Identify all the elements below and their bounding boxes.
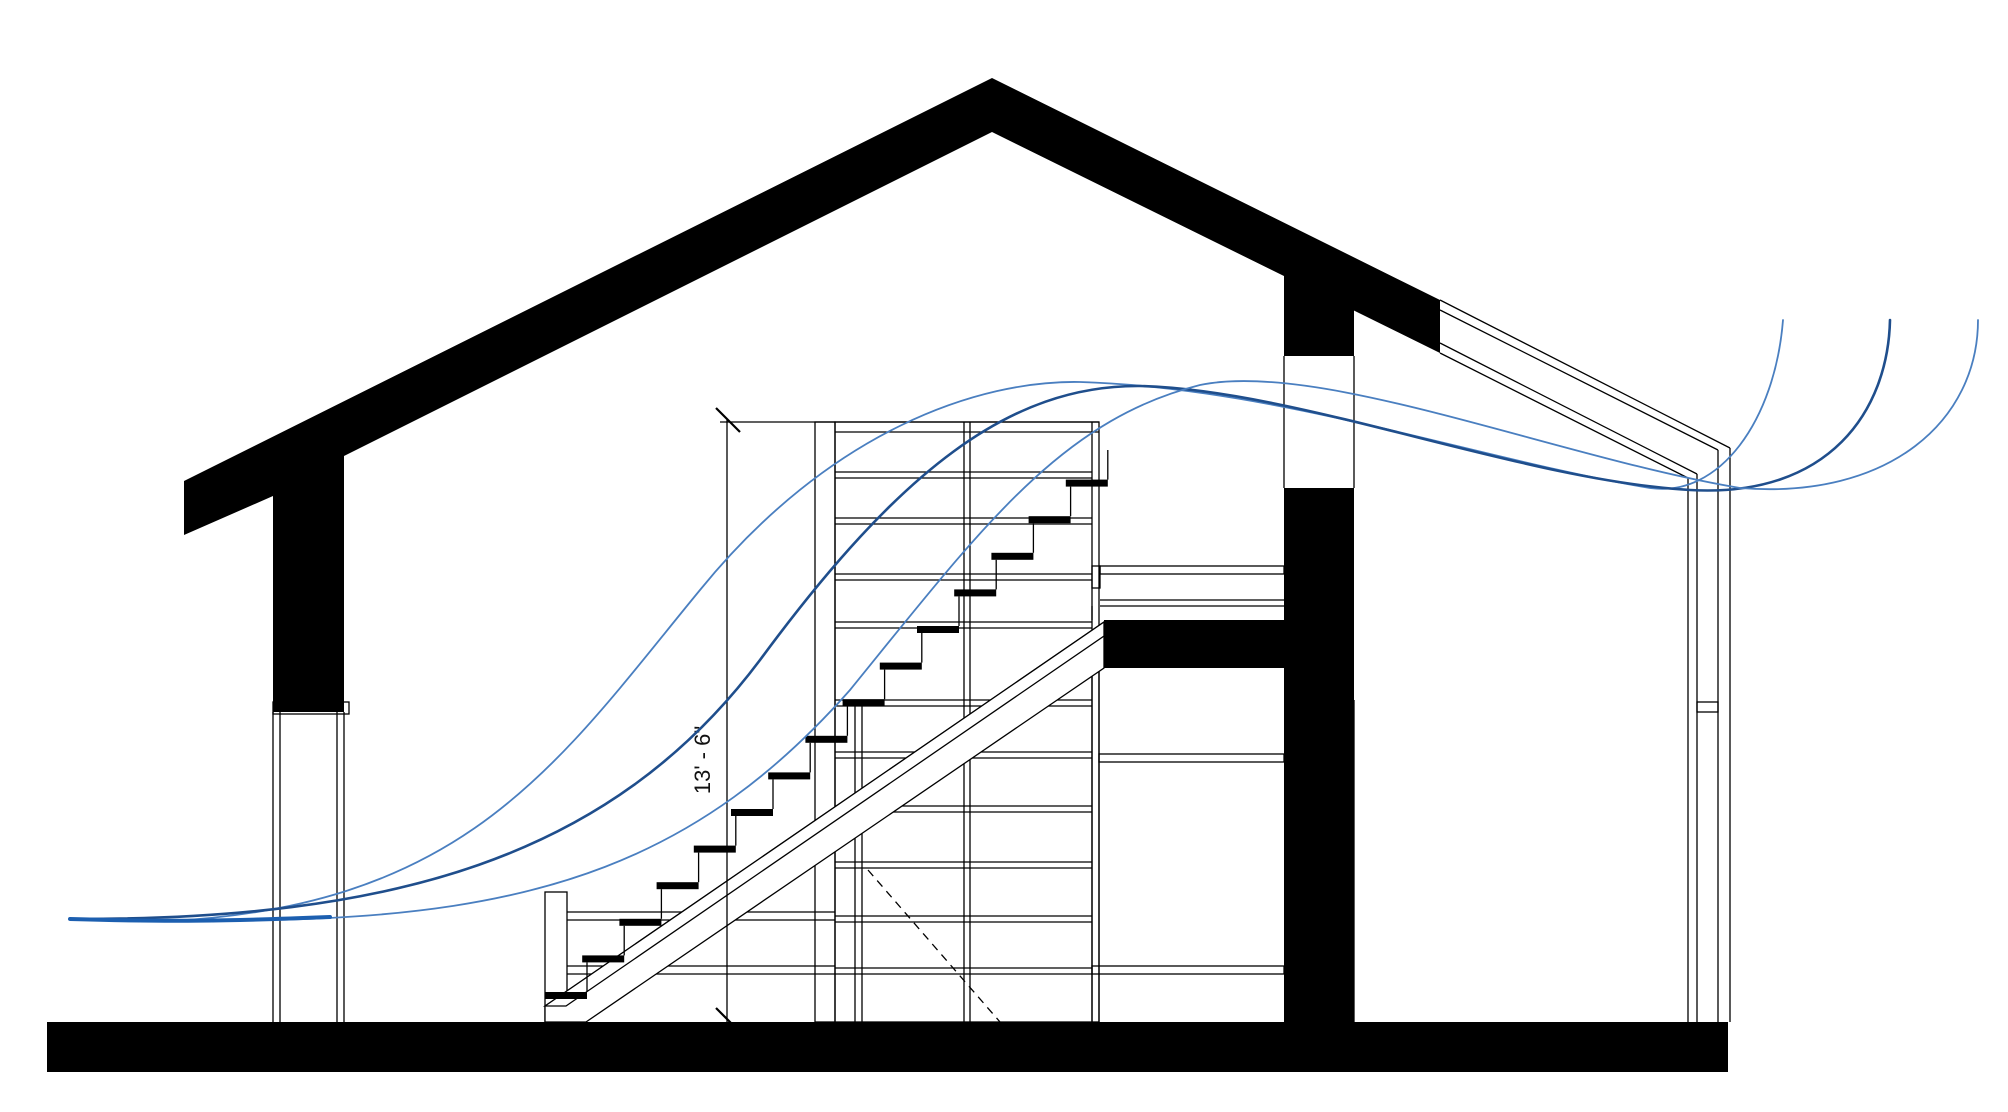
loft-platform bbox=[1091, 565, 1285, 1022]
stair-tread bbox=[545, 992, 587, 999]
stair-tread bbox=[879, 662, 922, 670]
stair-tread bbox=[917, 626, 959, 633]
stair-tread bbox=[768, 772, 811, 780]
stair-tread bbox=[1028, 516, 1071, 524]
stair-tread bbox=[805, 735, 848, 743]
dimension-label: 13' - 6" bbox=[690, 726, 715, 794]
hidden-brace bbox=[867, 869, 1001, 1023]
stair-tread bbox=[731, 809, 773, 816]
stair-tread bbox=[1065, 479, 1108, 487]
stair-tread bbox=[693, 845, 736, 853]
stair-tread bbox=[656, 882, 699, 890]
staircase bbox=[542, 450, 1109, 1023]
stair-tread bbox=[954, 589, 997, 597]
airflow-tail-stroke bbox=[68, 915, 332, 923]
stair-tread bbox=[842, 699, 885, 707]
main-gable-roof bbox=[184, 78, 1440, 712]
shelving-frame bbox=[814, 421, 1100, 1023]
floor-slab bbox=[47, 1022, 1728, 1072]
stair-tread bbox=[619, 918, 662, 926]
left-wall bbox=[272, 701, 350, 1022]
lean-to-roof bbox=[1439, 299, 1731, 1022]
airflow-line-middle bbox=[68, 318, 1892, 921]
interior-wall bbox=[1104, 488, 1354, 1026]
stair-tread bbox=[991, 552, 1034, 560]
airflow-line-lower bbox=[269, 319, 1979, 921]
stair-tread bbox=[582, 955, 625, 963]
clerestory-window bbox=[1283, 356, 1355, 488]
clerestory-post-upper bbox=[1284, 274, 1354, 356]
airflow-lines bbox=[68, 318, 1979, 923]
